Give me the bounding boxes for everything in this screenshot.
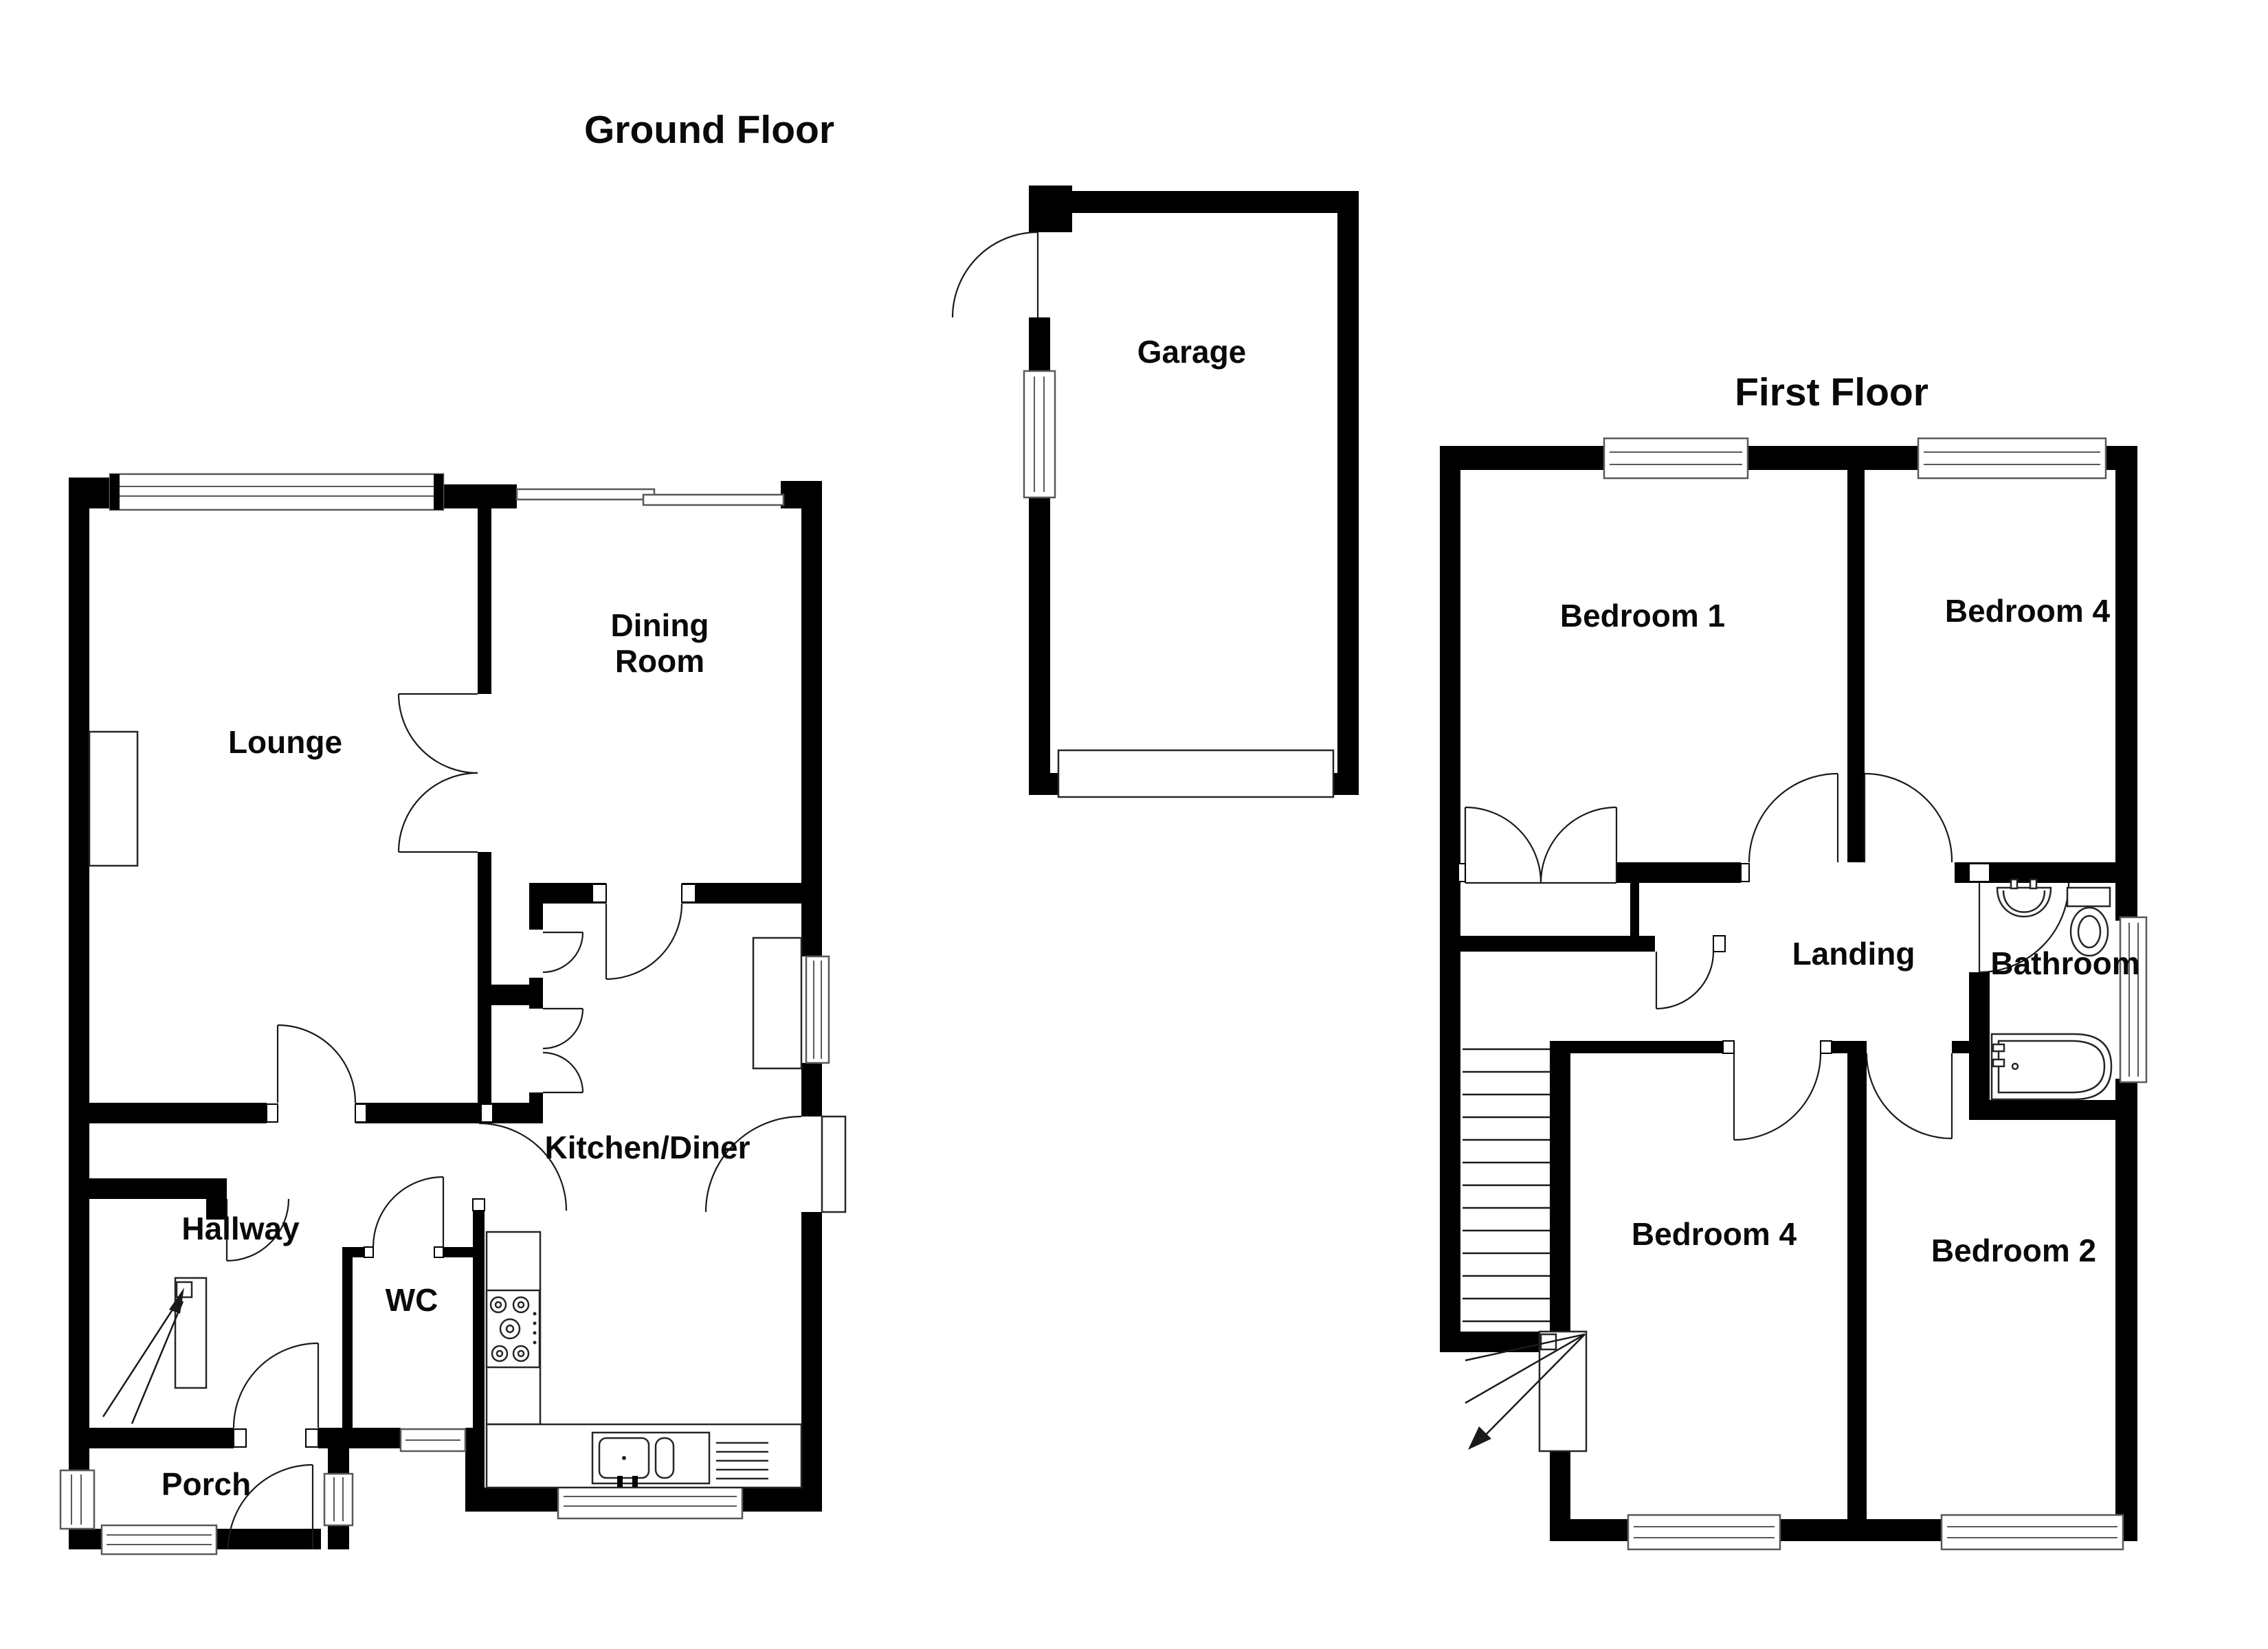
bedroom4-lower-door — [1733, 1053, 1822, 1141]
room-label-bedroom-4-lower: Bedroom 4 — [1632, 1216, 1797, 1252]
kitchen-double-doors — [542, 1007, 584, 1094]
wc-door — [372, 1176, 445, 1248]
stair-top-door — [1655, 951, 1715, 1010]
door-jamb — [480, 1103, 493, 1123]
dining-kitchen-door — [605, 903, 683, 980]
room-label-bedroom-4-upper: Bedroom 4 — [1945, 593, 2111, 629]
bedroom4-upper-window — [1917, 437, 2107, 480]
garage-door — [1057, 749, 1335, 798]
dining-top-window — [515, 488, 785, 506]
front-door — [232, 1342, 320, 1428]
bedroom4-upper-door — [1863, 772, 1953, 863]
porch-front-window — [100, 1524, 218, 1556]
room-label-dining-1: Dining — [610, 607, 709, 643]
basin-icon — [1996, 878, 2052, 918]
door-jamb — [233, 1428, 247, 1448]
door-jamb — [266, 1103, 278, 1123]
garage-walls — [1029, 186, 1359, 795]
door-jamb — [681, 884, 696, 903]
bathroom-window — [2119, 916, 2148, 1084]
ground-floor-plan: Ground Floor Lounge Dining Room Kitchen/… — [59, 108, 847, 1556]
door-jamb — [305, 1428, 319, 1448]
door-jamb — [1740, 863, 1750, 882]
door-jamb — [1820, 1040, 1832, 1054]
room-label-bedroom-2: Bedroom 2 — [1931, 1233, 2096, 1268]
garage-plan: Garage — [951, 186, 1359, 798]
bedroom2-door — [1865, 1053, 1953, 1140]
room-label-bathroom: Bathroom — [1990, 945, 2139, 981]
cupboard-door — [225, 1198, 290, 1262]
door-jamb — [355, 1103, 367, 1123]
wc-window — [399, 1428, 467, 1452]
toilet-icon — [2066, 886, 2111, 957]
back-door — [704, 1115, 847, 1213]
room-label-kitchen-diner: Kitchen/Diner — [544, 1130, 750, 1165]
bedroom1-wardrobe-doors — [1464, 806, 1618, 884]
room-label-bedroom-1: Bedroom 1 — [1560, 598, 1725, 633]
bedroom1-window — [1603, 437, 1749, 480]
room-label-landing: Landing — [1792, 936, 1915, 972]
lounge-window — [109, 473, 445, 511]
ground-floor-walls — [69, 478, 822, 1549]
porch-entry-door — [227, 1463, 314, 1550]
fireplace — [88, 730, 139, 867]
garage-window — [1023, 370, 1056, 499]
kitchen-sink-icon — [591, 1431, 768, 1487]
porch-right-window — [323, 1472, 354, 1527]
lounge-door — [276, 1024, 357, 1103]
first-floor-plan: First Floor Bedroom 1 Bedroom 4 Landing … — [1440, 370, 2148, 1551]
bedroom2-window — [1940, 1514, 2124, 1551]
room-label-porch: Porch — [162, 1466, 251, 1502]
door-jamb — [364, 1246, 374, 1258]
kitchen-counter — [485, 936, 803, 1489]
porch-left-window — [59, 1469, 96, 1530]
first-floor-title: First Floor — [1735, 370, 1928, 414]
door-jamb — [1458, 863, 1466, 882]
door-jamb — [1722, 1040, 1735, 1054]
stairs-icon — [102, 1277, 208, 1424]
room-label-dining-2: Room — [615, 643, 704, 679]
staircase-icon — [1463, 1048, 1588, 1452]
door-jamb — [434, 1246, 444, 1258]
kitchen-side-window — [805, 955, 830, 1064]
room-label-garage: Garage — [1137, 334, 1247, 370]
door-jamb — [592, 884, 607, 903]
bedroom4-lower-window — [1627, 1514, 1781, 1551]
hallway-kitchen-door — [478, 1122, 568, 1211]
ground-floor-title: Ground Floor — [584, 108, 834, 152]
room-label-hallway: Hallway — [181, 1211, 300, 1246]
dining-side-door — [542, 931, 584, 974]
door-jamb — [1713, 935, 1726, 952]
door-jamb — [1968, 863, 1990, 882]
bath-icon — [1990, 1033, 2113, 1101]
room-label-lounge: Lounge — [228, 724, 342, 760]
garage-side-door — [951, 231, 1039, 318]
kitchen-window — [557, 1483, 744, 1520]
hob-icon — [485, 1289, 541, 1369]
lounge-dining-double-doors — [397, 693, 478, 853]
room-label-wc: WC — [386, 1282, 438, 1318]
door-jamb — [472, 1198, 485, 1211]
bedroom1-door — [1748, 772, 1839, 863]
